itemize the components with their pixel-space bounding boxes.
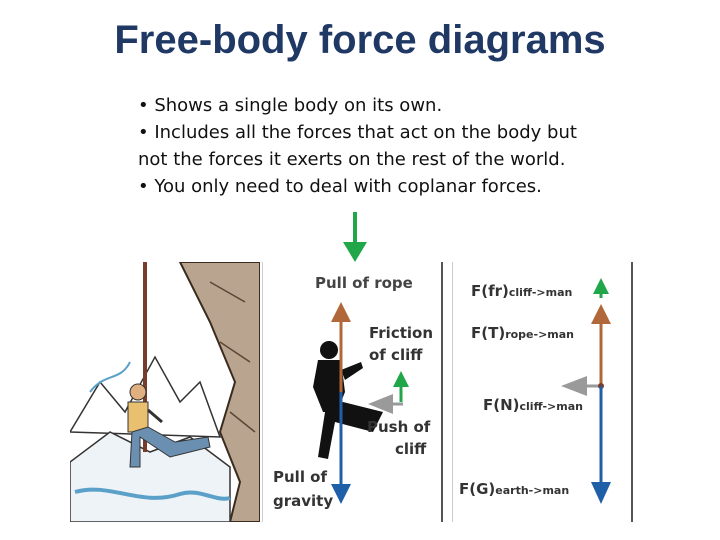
bullet-list: • Shows a single body on its own. • Incl… [138,92,658,200]
middle-force-panel: Pull of rope Friction of cliff Push of c… [262,262,443,522]
label-gravity: gravity [273,492,334,510]
bullet-item: • You only need to deal with coplanar fo… [138,176,542,197]
f-fr-subscript: cliff->man [508,286,573,299]
green-down-arrow-icon [343,242,367,262]
rope-arrow-icon [331,302,351,322]
label-f-g: F(G)earth->man [459,480,569,498]
climber-illustration [70,262,260,522]
bullet-item: • Includes all the forces that act on th… [138,122,577,143]
f-g-symbol: F(G) [459,480,496,498]
ft-arrow-icon [591,304,611,324]
f-n-subscript: cliff->man [519,400,583,413]
f-g-subscript: earth->man [495,484,570,497]
ffr-arrow-icon [593,278,609,294]
fn-arrow-icon [561,376,587,396]
bullet-item: not the forces it exerts on the rest of … [138,149,566,170]
f-fr-symbol: F(fr) [471,282,509,300]
label-f-n: F(N)cliff->man [483,396,583,414]
label-push-of: Push of [367,418,431,436]
f-n-symbol: F(N) [483,396,520,414]
f-t-symbol: F(T) [471,324,506,342]
gravity-arrow-icon [331,484,351,504]
label-cliff: cliff [395,440,427,458]
slide-title: Free-body force diagrams [114,18,606,62]
label-pull-of-rope: Pull of rope [315,274,413,292]
f-t-subscript: rope->man [505,328,575,341]
label-f-fr: F(fr)cliff->man [471,282,572,300]
label-pull-of: Pull of [273,468,328,486]
label-f-t: F(T)rope->man [471,324,574,342]
push-arrow-icon [368,394,393,414]
fg-arrow-icon [591,482,611,504]
label-of-cliff: of cliff [369,346,423,364]
right-force-panel: F(fr)cliff->man F(T)rope->man F(N)cliff-… [452,262,633,522]
bullet-item: • Shows a single body on its own. [138,95,443,116]
label-friction: Friction [369,324,434,342]
friction-arrow-icon [393,371,409,387]
